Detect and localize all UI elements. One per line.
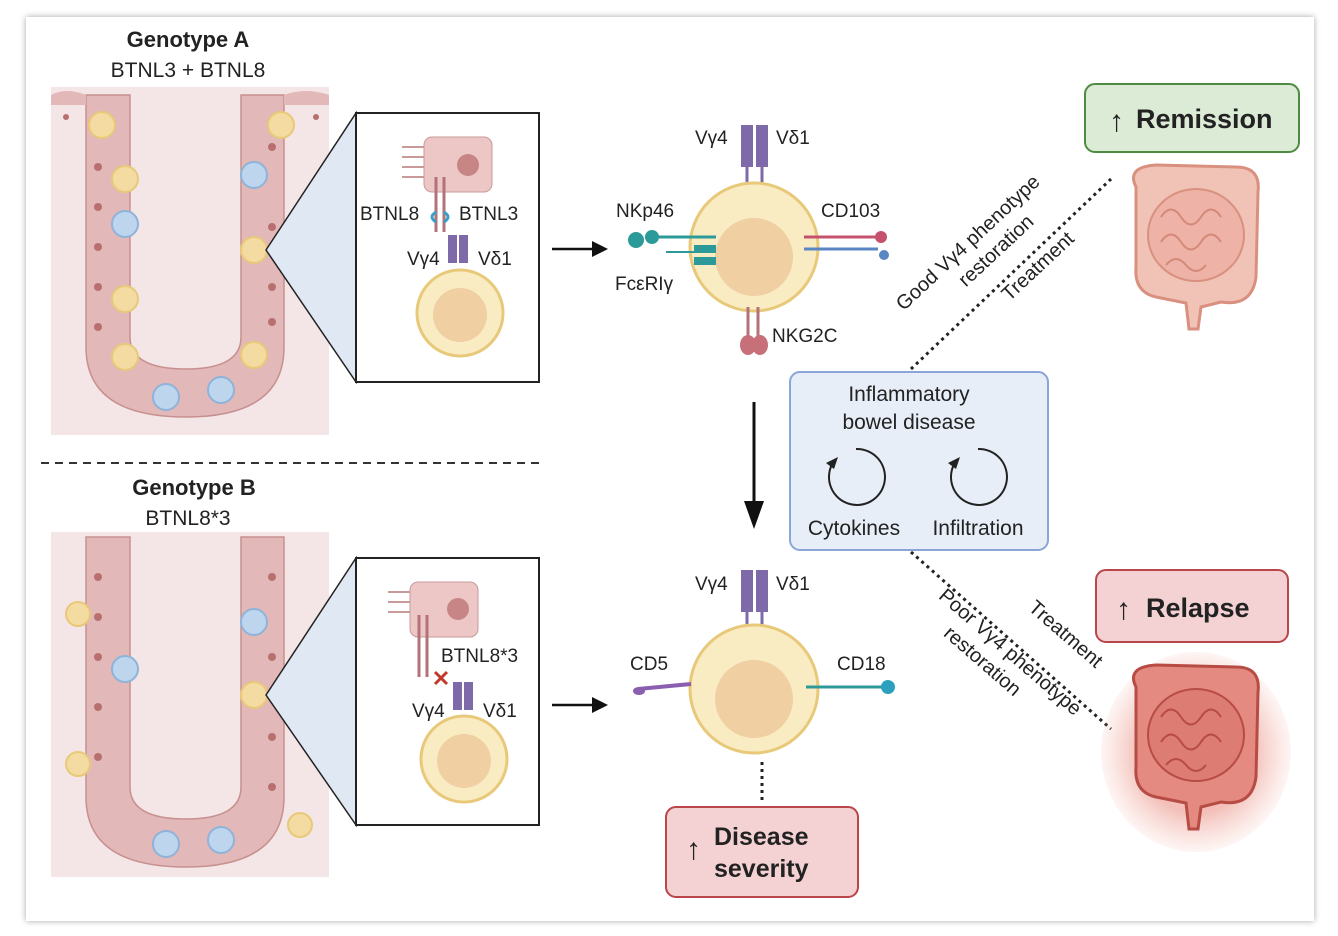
nkg2c-label: NKG2C [772, 326, 837, 347]
cytokines-label: Cytokines [808, 517, 900, 540]
genotype-a-title: Genotype A [127, 27, 250, 52]
fcerig-label: FcεRIγ [615, 274, 674, 295]
genotype-b-title: Genotype B [132, 475, 255, 500]
figure-card: Genotype A BTNL3 + BTNL8 [26, 17, 1314, 921]
cell-bottom-vg4-label: Vγ4 [695, 574, 728, 595]
arrow-b-to-cell [552, 697, 608, 713]
figure-canvas: Genotype A BTNL3 + BTNL8 [41, 27, 1300, 898]
nkp46-receptor [628, 230, 716, 248]
genotype-a-subtitle: BTNL3 + BTNL8 [111, 59, 266, 82]
healthy-intestine-illustration [1132, 163, 1260, 331]
genotype-b-panel: Genotype B BTNL8*3 [51, 475, 540, 877]
inset-a-btnl3-label: BTNL3 [459, 204, 518, 225]
relapse-box: ↑ Relapse [1095, 569, 1289, 643]
inset-a-vg4-label: Vγ4 [407, 249, 440, 270]
ibd-title-line2: bowel disease [842, 411, 975, 434]
cd18-label: CD18 [837, 654, 886, 675]
cytokines-cycle-icon [826, 447, 886, 506]
remission-box: ↑ Remission [1084, 83, 1300, 153]
cell-top-vg4-label: Vγ4 [695, 128, 728, 149]
remission-label: Remission [1136, 104, 1273, 134]
arrow-a-to-cell [552, 241, 608, 257]
inset-b-contents: BTNL8*3 Vγ4 Vδ1 [388, 581, 518, 804]
nkg2c-receptor [740, 307, 768, 355]
cd18-receptor [806, 680, 895, 694]
crypt-b-illustration [51, 532, 329, 877]
infiltration-label: Infiltration [932, 517, 1023, 540]
inset-b-btnl83-label: BTNL8*3 [441, 646, 518, 667]
cell-bottom-vd1-label: Vδ1 [776, 574, 810, 595]
poor-path-labels: Treatment Poor Vγ4 phenotype restoration [934, 585, 1107, 721]
genotype-a-panel: Genotype A BTNL3 + BTNL8 [51, 27, 540, 435]
inset-a-contents: BTNL8 BTNL3 Vγ4 Vδ1 [360, 136, 518, 358]
relapse-up-arrow: ↑ [1116, 593, 1131, 626]
relapse-label: Relapse [1146, 593, 1250, 623]
ibd-box: Inflammatory bowel disease Cytokines Inf… [789, 371, 1049, 551]
poor-path-line [910, 550, 1112, 731]
gd-cell-dysregulated: Vγ4 Vδ1 CD5 CD18 [630, 570, 895, 755]
inset-b-vg4-label: Vγ4 [412, 701, 445, 722]
cd5-label: CD5 [630, 654, 668, 675]
cd5-receptor [633, 682, 692, 695]
disease-severity-box: ↑ Disease severity [665, 806, 859, 898]
ibd-title-line1: Inflammatory [848, 383, 970, 406]
severity-up-arrow: ↑ [686, 833, 701, 866]
cd103-receptor [804, 231, 889, 260]
gd-cell-restored: Vγ4 Vδ1 NKp46 CD103 FcεRIγ NKG2C [615, 125, 889, 355]
severity-line1: Disease [714, 823, 809, 851]
infiltration-cycle-icon [948, 447, 1008, 506]
cd103-label: CD103 [821, 201, 880, 222]
severity-line2: severity [714, 855, 809, 883]
arrow-down-to-cell-b [744, 402, 764, 529]
inset-b-vd1-label: Vδ1 [483, 701, 517, 722]
remission-up-arrow: ↑ [1109, 105, 1124, 138]
inset-a-btnl8-label: BTNL8 [360, 204, 419, 225]
nkp46-label: NKp46 [616, 201, 674, 222]
good-path-labels: Good Vγ4 phenotype restoration Treatment [892, 171, 1079, 315]
cell-top-vd1-label: Vδ1 [776, 128, 810, 149]
genotype-b-subtitle: BTNL8*3 [145, 507, 230, 530]
fcerig-receptor [666, 245, 716, 265]
inflamed-intestine-illustration [1101, 652, 1291, 852]
inset-a-vd1-label: Vδ1 [478, 249, 512, 270]
